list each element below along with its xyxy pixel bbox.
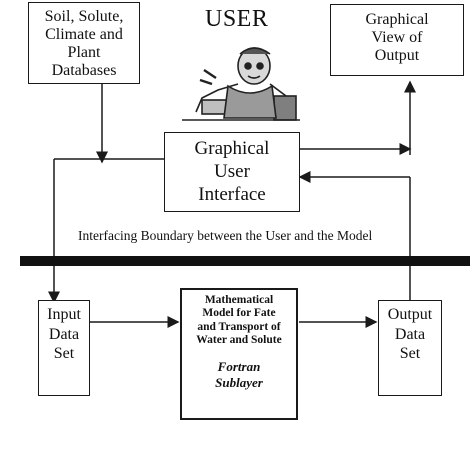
user-label: USER [205, 6, 269, 32]
output-data-label: Output Data Set [387, 306, 433, 363]
databases-box: Soil, Solute, Climate and Plant Database… [28, 2, 140, 84]
model-box: Mathematical Model for Fate and Transpor… [180, 288, 298, 420]
boundary-bar [20, 256, 470, 266]
input-data-box: Input Data Set [38, 300, 90, 396]
model-subtitle: Fortran Sublayer [215, 359, 263, 390]
gui-box: Graphical User Interface [164, 132, 300, 212]
graphical-view-box: Graphical View of Output [330, 4, 464, 76]
gui-label: Graphical User Interface [194, 138, 270, 205]
model-title: Mathematical Model for Fate and Transpor… [196, 294, 282, 346]
databases-label: Soil, Solute, Climate and Plant Database… [44, 8, 124, 79]
boundary-caption: Interfacing Boundary between the User an… [78, 228, 373, 243]
user-at-computer-icon [182, 47, 300, 121]
graphical-view-label: Graphical View of Output [365, 11, 429, 64]
input-data-label: Input Data Set [47, 306, 81, 363]
output-data-box: Output Data Set [378, 300, 442, 396]
